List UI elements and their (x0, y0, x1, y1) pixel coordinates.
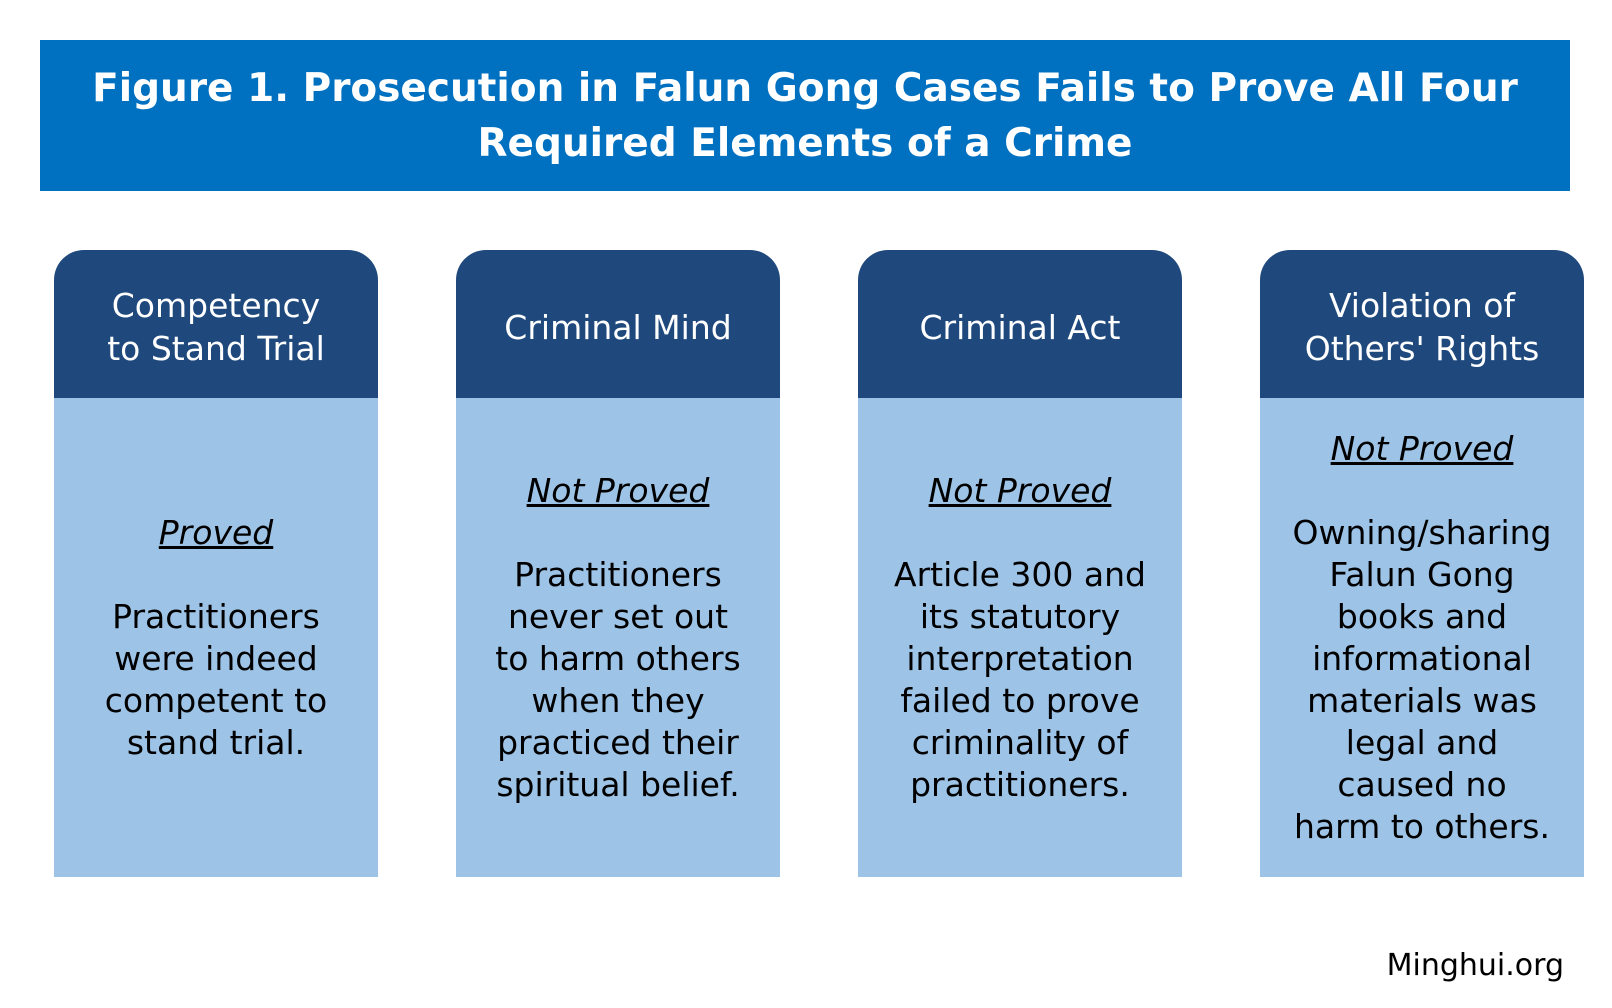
column-header-text: Competency to Stand Trial (107, 286, 325, 368)
column-header: Competency to Stand Trial (54, 250, 378, 398)
column-criminal-mind: Criminal Mind Not Proved Practitioners n… (456, 250, 780, 877)
column-body: Not Proved Owning/sharing Falun Gong boo… (1260, 398, 1584, 877)
column-header-text: Violation of Others' Rights (1304, 286, 1540, 368)
column-header: Criminal Mind (456, 250, 780, 398)
status-label: Not Proved (1330, 428, 1514, 468)
source-credit: Minghui.org (1386, 948, 1564, 983)
column-header-text: Criminal Mind (504, 307, 732, 347)
figure-title: Figure 1. Prosecution in Falun Gong Case… (92, 65, 1518, 166)
status-label: Proved (158, 512, 274, 552)
column-description: Practitioners never set out to harm othe… (495, 554, 741, 804)
column-description: Practitioners were indeed competent to s… (104, 596, 328, 762)
column-body: Proved Practitioners were indeed compete… (54, 398, 378, 877)
column-description: Article 300 and its statutory interpreta… (894, 554, 1146, 804)
title-banner: Figure 1. Prosecution in Falun Gong Case… (40, 40, 1570, 191)
column-body: Not Proved Practitioners never set out t… (456, 398, 780, 877)
column-description: Owning/sharing Falun Gong books and info… (1292, 512, 1552, 846)
column-criminal-act: Criminal Act Not Proved Article 300 and … (858, 250, 1182, 877)
status-label: Not Proved (526, 470, 710, 510)
column-header-text: Criminal Act (919, 307, 1121, 347)
column-header: Violation of Others' Rights (1260, 250, 1584, 398)
column-competency: Competency to Stand Trial Proved Practit… (54, 250, 378, 877)
status-label: Not Proved (928, 470, 1112, 510)
column-violation-of-rights: Violation of Others' Rights Not Proved O… (1260, 250, 1584, 877)
column-header: Criminal Act (858, 250, 1182, 398)
column-body: Not Proved Article 300 and its statutory… (858, 398, 1182, 877)
